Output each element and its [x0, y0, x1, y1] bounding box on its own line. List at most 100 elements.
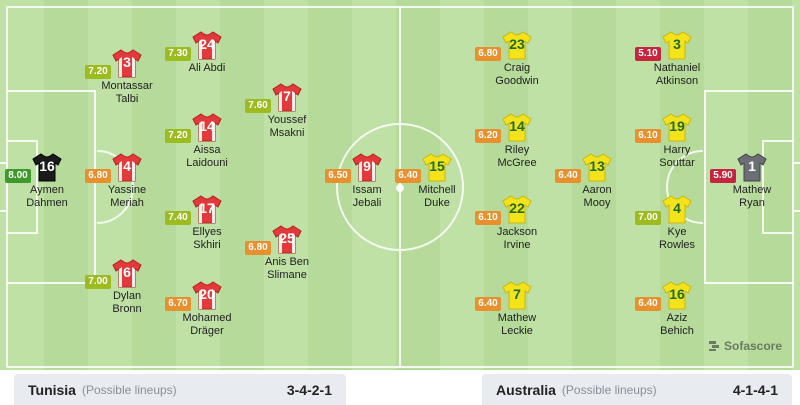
shirt-number: 23	[509, 36, 525, 52]
goal-right	[792, 162, 800, 212]
away-team-name: Australia	[496, 381, 556, 398]
player-name: Harry Souttar	[659, 144, 695, 169]
player-rating-badge: 5.90	[710, 169, 736, 183]
player-rating-badge: 6.70	[165, 297, 191, 311]
shirt-number: 3	[673, 36, 681, 52]
center-circle	[336, 123, 464, 251]
player-name: Ellyes Skhiri	[192, 226, 222, 251]
sofascore-watermark: Sofascore	[708, 338, 782, 354]
player-name: Yassine Meriah	[107, 184, 147, 209]
player-name: Aymen Dahmen	[26, 184, 68, 209]
away-lineup-note: (Possible lineups)	[561, 382, 657, 397]
player-rating-badge: 7.20	[165, 129, 191, 143]
shirt-number: 1	[748, 158, 756, 174]
player-name: Issam Jebali	[352, 184, 382, 209]
player-rating-badge: 7.40	[165, 211, 191, 225]
shirt-number: 14	[509, 118, 525, 134]
home-team-bar[interactable]: Tunisia (Possible lineups) 3-4-2-1	[14, 374, 346, 405]
player-name: Mitchell Duke	[418, 184, 456, 209]
player-name: Anis Ben Slimane	[264, 256, 310, 281]
away-formation: 4-1-4-1	[732, 381, 778, 398]
shirt-number: 14	[199, 118, 215, 134]
player-name: Riley McGree	[497, 144, 537, 169]
shirt-number: 4	[673, 200, 681, 216]
player-name: Nathaniel Atkinson	[653, 62, 701, 87]
player-rating-badge: 8.00	[5, 169, 31, 183]
player-rating-badge: 5.10	[635, 47, 661, 61]
center-spot	[396, 184, 404, 192]
player-name: Ali Abdi	[188, 62, 226, 74]
player-rating-badge: 6.50	[325, 169, 351, 183]
home-lineup-note: (Possible lineups)	[81, 382, 177, 397]
player-rating-badge: 6.40	[475, 297, 501, 311]
shirt-number: 3	[123, 54, 131, 70]
goal-left	[0, 162, 8, 212]
penalty-area-right	[704, 90, 794, 284]
player-rating-badge: 7.20	[85, 65, 111, 79]
shirt-number: 20	[199, 286, 215, 302]
shirt-number: 7	[513, 286, 521, 302]
sofascore-logo-icon	[709, 341, 719, 351]
player-rating-badge: 6.80	[85, 169, 111, 183]
shirt-number: 4	[123, 158, 131, 174]
player-rating-badge: 6.80	[475, 47, 501, 61]
home-formation: 3-4-2-1	[286, 381, 332, 398]
player-name: Jackson Irvine	[496, 226, 538, 251]
shirt-number: 22	[509, 200, 525, 216]
shirt-number: 16	[39, 158, 55, 174]
away-team-bar[interactable]: Australia (Possible lineups) 4-1-4-1	[482, 374, 792, 405]
shirt-number: 9	[363, 158, 371, 174]
player-name: Aziz Behich	[660, 312, 694, 337]
player-name: Aaron Mooy	[582, 184, 612, 209]
player-name: Youssef Msakni	[267, 114, 307, 139]
goal-area-right	[762, 140, 794, 234]
player-rating-badge: 7.00	[635, 211, 661, 225]
player-rating-badge: 6.40	[555, 169, 581, 183]
shirt-number: 7	[283, 88, 291, 104]
shirt-number: 6	[123, 264, 131, 280]
player-rating-badge: 7.30	[165, 47, 191, 61]
shirt-number: 25	[279, 230, 295, 246]
